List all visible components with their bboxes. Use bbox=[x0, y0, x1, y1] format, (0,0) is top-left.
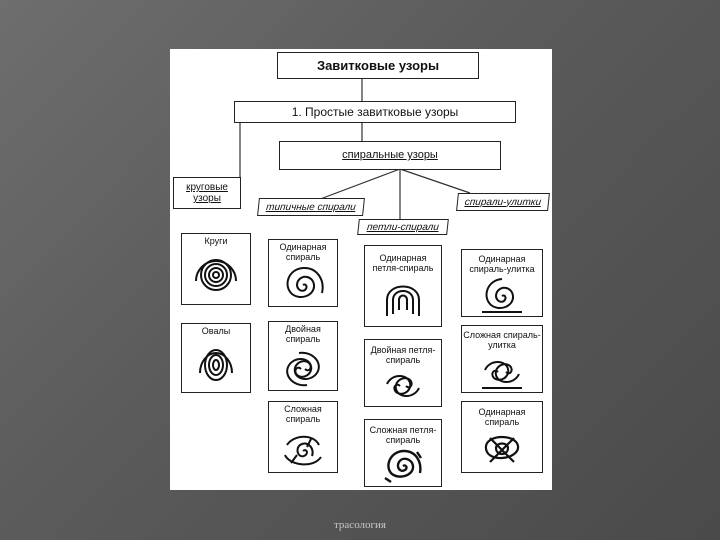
fingerprint-diagram: Завитковые узоры 1. Простые завитковые у… bbox=[170, 49, 552, 490]
connector-lines bbox=[239, 78, 471, 219]
fingerprint-single-loop-spiral-icon bbox=[386, 285, 420, 316]
double-loop-spiral-cell: Двойная петля-спираль bbox=[364, 339, 442, 407]
spiral-patterns-box: спиральные узоры bbox=[279, 141, 501, 170]
complex-spiral-label: Сложная спираль bbox=[284, 404, 322, 424]
circles-cell: Круги bbox=[181, 233, 251, 305]
fingerprint-double-loop-spiral-icon bbox=[386, 375, 420, 397]
fingerprint-complex-snail-spiral-icon bbox=[482, 361, 522, 389]
simple-whorls-text: 1. Простые завитковые узоры bbox=[291, 104, 459, 119]
fingerprint-single-spiral-icon bbox=[286, 266, 324, 298]
single-snail-spiral-label: Одинарная спираль-улитка bbox=[469, 254, 535, 274]
single-spiral-label: Одинарная спираль bbox=[279, 242, 327, 262]
loop-spirals-text: петли-спирали bbox=[366, 221, 440, 233]
complex-loop-spiral-cell: Сложная петля-спираль bbox=[364, 419, 442, 487]
circular-patterns-text: круговые узоры bbox=[186, 182, 228, 204]
snail-spirals-text: спирали-улитки bbox=[464, 196, 542, 208]
fingerprint-single-spiral-2-icon bbox=[484, 435, 520, 463]
typical-spirals-box: типичные спирали bbox=[257, 198, 365, 216]
single-loop-spiral-label: Одинарная петля-спираль bbox=[372, 253, 434, 273]
footer-caption: трасология bbox=[333, 519, 386, 531]
title-box: Завитковые узоры bbox=[277, 52, 479, 79]
fingerprint-single-snail-spiral-icon bbox=[482, 278, 522, 313]
double-spiral-cell: Двойная спираль bbox=[268, 321, 338, 391]
circular-patterns-box: круговые узоры bbox=[173, 177, 241, 209]
complex-spiral-cell: Сложная спираль bbox=[268, 401, 338, 473]
ovals-cell: Овалы bbox=[181, 323, 251, 393]
spiral-patterns-text: спиральные узоры bbox=[342, 149, 438, 161]
fingerprint-complex-loop-spiral-icon bbox=[384, 449, 422, 483]
simple-whorls-box: 1. Простые завитковые узоры bbox=[234, 101, 516, 123]
ovals-label: Овалы bbox=[201, 326, 231, 336]
fingerprint-double-spiral-icon bbox=[286, 351, 320, 387]
single-snail-spiral-cell: Одинарная спираль-улитка bbox=[461, 249, 543, 317]
double-spiral-label: Двойная спираль bbox=[285, 324, 321, 344]
single-spiral-2-cell: Одинарная спираль bbox=[461, 401, 543, 473]
fingerprint-complex-spiral-icon bbox=[284, 435, 322, 466]
circles-label: Круги bbox=[204, 236, 228, 246]
loop-spirals-box: петли-спирали bbox=[357, 219, 449, 235]
typical-spirals-text: типичные спирали bbox=[265, 201, 357, 213]
complex-loop-spiral-label: Сложная петля-спираль bbox=[369, 425, 437, 445]
snail-spirals-box: спирали-улитки bbox=[456, 193, 550, 211]
fingerprint-ovals-icon bbox=[199, 349, 233, 381]
single-spiral-2-label: Одинарная спираль bbox=[478, 407, 526, 427]
single-spiral-cell: Одинарная спираль bbox=[268, 239, 338, 307]
fingerprint-circles-icon bbox=[195, 259, 237, 291]
single-loop-spiral-cell: Одинарная петля-спираль bbox=[364, 245, 442, 327]
title-text: Завитковые узоры bbox=[316, 58, 440, 73]
double-loop-spiral-label: Двойная петля-спираль bbox=[370, 345, 436, 365]
complex-snail-spiral-cell: Сложная спираль-улитка bbox=[461, 325, 543, 393]
complex-snail-spiral-label: Сложная спираль-улитка bbox=[463, 330, 541, 350]
